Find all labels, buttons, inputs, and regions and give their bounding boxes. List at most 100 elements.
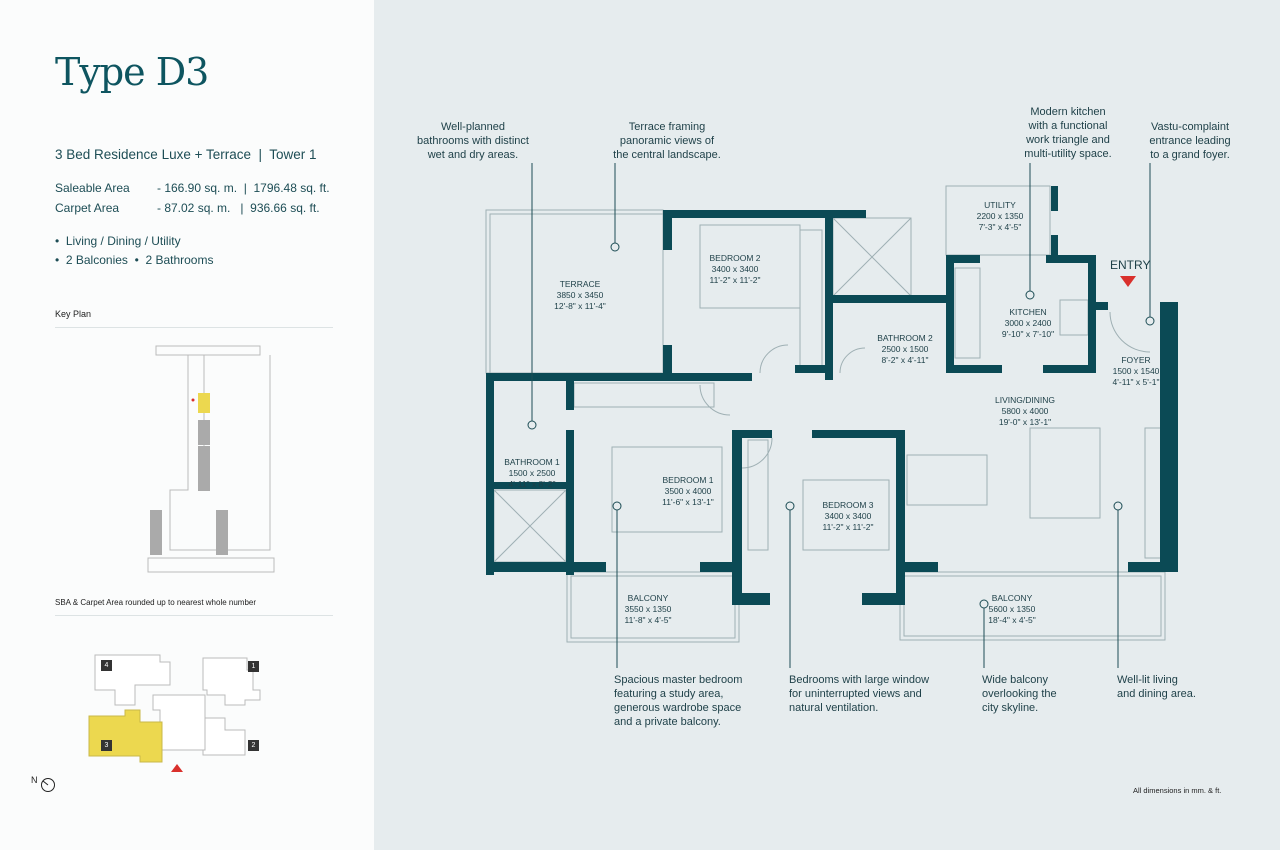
room-ft: 11'-6" x 13'-1" [662,497,714,507]
room-name: TERRACE [559,279,601,289]
divider [55,327,333,328]
room-mm: 3500 x 4000 [664,486,712,496]
annotation-pin-icon [979,599,989,609]
info-panel: Type D3 3 Bed Residence Luxe + Terrace |… [0,0,374,850]
feature-annotation: Well-planned bathrooms with distinct wet a… [417,120,529,162]
feature-annotation: Bedrooms with large window for uninterrup… [789,673,929,715]
annotation-pin-icon [610,242,620,252]
annotation-line: panoramic views of [619,135,715,147]
room-mm: 2200 x 1350 [976,211,1024,221]
room-name: BALCONY [627,593,669,603]
tower-badge: 1 [248,661,259,672]
annotation-pin-icon [1113,501,1123,511]
room-mm: 2500 x 1500 [881,344,929,354]
annotation-line: Bedrooms with large window [789,674,930,686]
annotation-pin-icon [527,420,537,430]
room-name: BATHROOM 1 [504,457,560,467]
annotation-line: Wide balcony [982,674,1049,686]
room-mm: 5800 x 4000 [1001,406,1049,416]
rounding-note: SBA & Carpet Area rounded up to nearest … [55,598,257,607]
room-name: BEDROOM 1 [662,475,714,485]
annotation-pin-icon [785,501,795,511]
annotation-line: generous wardrobe space [614,702,742,714]
annotation-pin-icon [612,501,622,511]
area-label: Saleable Area [55,181,130,195]
unit-subtitle: 3 Bed Residence Luxe + Terrace | Tower 1 [55,147,317,162]
entry-label: ENTRY [1110,258,1151,272]
feature-annotation: Wide balcony overlooking the city skyline. [982,673,1057,715]
annotation-line: and dining area. [1117,688,1196,700]
walls [486,186,1178,605]
annotation-line: Modern kitchen [1030,106,1106,118]
dimensions-note: All dimensions in mm. & ft. [1133,786,1222,795]
room-ft: 4'-11" x 5'-1" [1112,377,1160,387]
annotation-line: Well-planned [440,121,506,133]
annotation-line: city skyline. [982,702,1039,714]
floor-plan-panel [374,0,1280,850]
room-ft: 11'-2" x 11'-2" [822,522,874,532]
annotation-line: natural ventilation. [789,702,879,714]
room-ft: 8'-2" x 4'-11" [881,355,929,365]
annotation-line: bathrooms with distinct [417,135,529,147]
key-plan-label: Key Plan [55,309,92,319]
room-mm: 1500 x 1540 [1112,366,1160,376]
room-mm: 1500 x 2500 [508,468,556,478]
divider [55,615,333,616]
annotation-line: and a private balcony. [614,716,721,728]
annotation-line: wet and dry areas. [427,149,519,161]
room-mm: 3000 x 2400 [1004,318,1052,328]
room-ft: 9'-10" x 7'-10" [1001,329,1055,339]
room-name: KITCHEN [1009,307,1047,317]
room-name: BEDROOM 3 [822,500,874,510]
room-ft: 7'-3" x 4'-5" [978,222,1022,232]
area-label: Carpet Area [55,201,120,215]
north-label: N [31,775,38,785]
annotation-pin-icon [1025,290,1035,300]
area-value: - 166.90 sq. m. | 1796.48 sq. ft. [157,181,330,195]
annotation-line: for uninterrupted views and [789,688,922,700]
view-arrow-icon [171,764,183,772]
room-name: BATHROOM 2 [877,333,933,343]
room-ft: 12'-8" x 11'-4" [554,301,606,311]
room-ft: 11'-2" x 11'-2" [709,275,761,285]
annotation-line: with a functional [1028,120,1108,132]
highlighted-tower [198,393,210,413]
room-mm: 3850 x 3450 [556,290,604,300]
saleable-area: Saleable Area - 166.90 sq. m. | 1796.48 s… [55,181,330,195]
page-title: Type D3 [55,50,209,94]
room-mm: 3400 x 3400 [824,511,872,521]
annotation-line: the central landscape. [613,149,721,161]
room-ft: 4'-11" x 8'-2" [508,479,556,489]
room-ft: 19'-0" x 13'-1" [998,417,1052,427]
annotation-line: featuring a study area, [614,688,724,700]
tower-badge: 4 [101,660,112,671]
room-ft: 18'-4" x 4'-5" [988,615,1036,625]
annotation-pin-icon [1145,316,1155,326]
room-name: FOYER [1121,355,1151,365]
compass-icon [41,778,55,792]
tower-badge: 2 [248,740,259,751]
annotation-line: overlooking the [982,688,1057,700]
site-key-plan [147,345,275,573]
carpet-area: Carpet Area- 87.02 sq. m. | 936.66 sq. f… [55,201,320,215]
feature-annotation: Spacious master bedroom featuring a study… [614,673,742,729]
annotation-line: to a grand foyer. [1150,149,1230,161]
annotation-line: Vastu-complaint [1150,121,1230,133]
room-mm: 3400 x 3400 [711,264,759,274]
annotation-line: Spacious master bedroom [614,674,743,686]
room-name: BALCONY [991,593,1033,603]
annotation-line: Well-lit living [1117,674,1178,686]
